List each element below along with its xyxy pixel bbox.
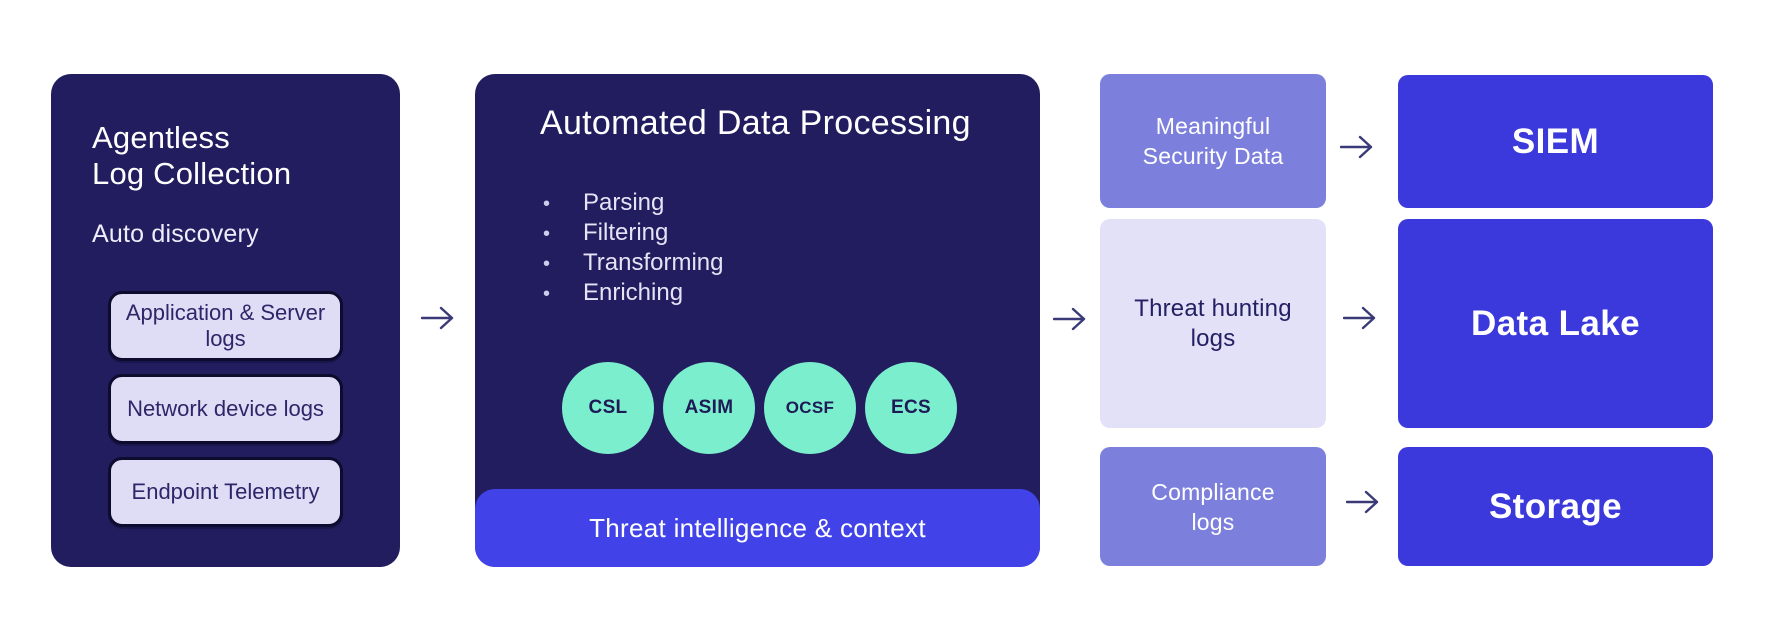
log-source-chips: Application & Server logs Network device… bbox=[108, 291, 343, 527]
output-meaningful-security-data: Meaningful Security Data bbox=[1100, 74, 1326, 208]
destination-data-lake: Data Lake bbox=[1398, 219, 1713, 428]
output-compliance-logs: Compliance logs bbox=[1100, 447, 1326, 566]
agentless-log-collection-panel: Agentless Log Collection Auto discovery … bbox=[51, 74, 400, 567]
automated-data-processing-panel: Automated Data Processing Parsing Filter… bbox=[475, 74, 1040, 567]
schema-badges: CSL ASIM OCSF ECS bbox=[562, 362, 957, 454]
destination-storage: Storage bbox=[1398, 447, 1713, 566]
badge-ocsf: OCSF bbox=[764, 362, 856, 454]
auto-discovery-label: Auto discovery bbox=[92, 220, 259, 248]
chip-network-device-logs: Network device logs bbox=[108, 374, 343, 444]
processing-steps-list: Parsing Filtering Transforming Enriching bbox=[543, 190, 723, 307]
destination-siem: SIEM bbox=[1398, 75, 1713, 208]
flow-arrow-icon bbox=[1343, 305, 1377, 331]
list-item: Filtering bbox=[543, 220, 723, 247]
panel-title: Agentless Log Collection bbox=[92, 120, 292, 191]
list-item: Enriching bbox=[543, 280, 723, 307]
badge-csl: CSL bbox=[562, 362, 654, 454]
chip-application-server-logs: Application & Server logs bbox=[108, 291, 343, 361]
chip-endpoint-telemetry: Endpoint Telemetry bbox=[108, 457, 343, 527]
badge-asim: ASIM bbox=[663, 362, 755, 454]
list-item: Transforming bbox=[543, 250, 723, 277]
flow-arrow-icon bbox=[421, 305, 455, 331]
badge-ecs: ECS bbox=[865, 362, 957, 454]
output-threat-hunting-logs: Threat hunting logs bbox=[1100, 219, 1326, 428]
flow-arrow-icon bbox=[1053, 306, 1087, 332]
threat-intelligence-bar: Threat intelligence & context bbox=[475, 489, 1040, 567]
flow-arrow-icon bbox=[1346, 489, 1380, 515]
list-item: Parsing bbox=[543, 190, 723, 217]
flow-arrow-icon bbox=[1340, 134, 1374, 160]
panel-title: Automated Data Processing bbox=[540, 104, 971, 142]
